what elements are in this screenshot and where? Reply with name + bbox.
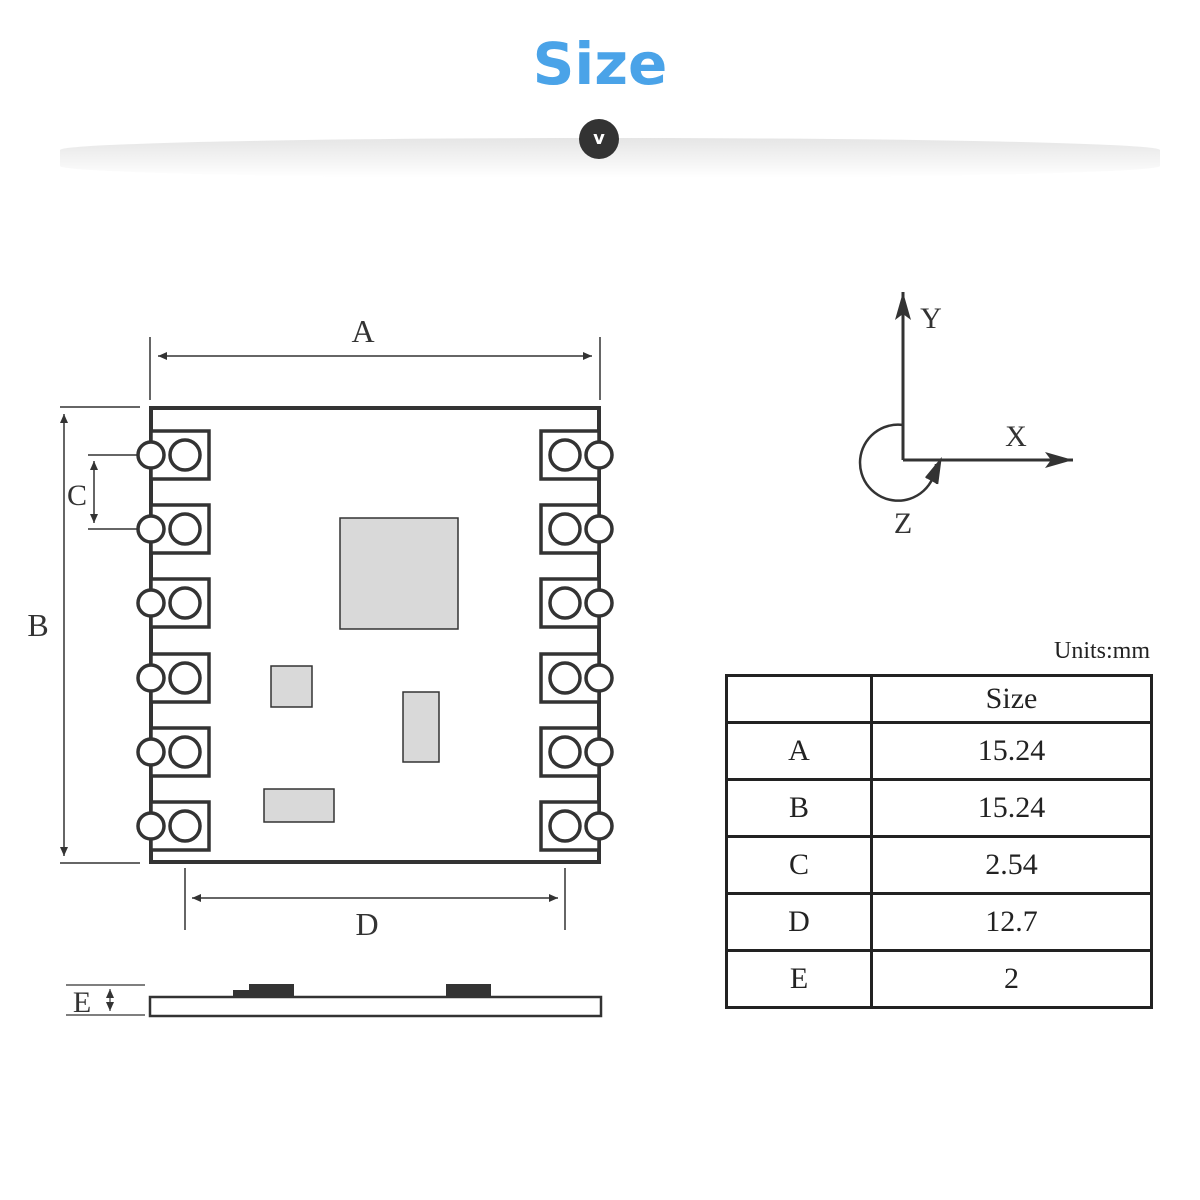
- axis-label-y: Y: [920, 302, 942, 335]
- dim-label-a: A: [351, 313, 374, 349]
- dimension-d: [184, 868, 566, 930]
- table-header-empty: [725, 674, 873, 724]
- side-view: [66, 984, 603, 1018]
- page-title: Size: [532, 30, 668, 98]
- dim-label-d: D: [355, 906, 378, 942]
- dim-label-b: B: [27, 607, 48, 643]
- row-value: 15.24: [870, 778, 1153, 838]
- dim-label-e: E: [73, 986, 91, 1019]
- small-chip: [270, 665, 313, 708]
- components: [263, 517, 459, 823]
- axis-label-z: Z: [894, 507, 912, 540]
- size-table: Size A 15.24 B 15.24 C 2.54 D 12.7 E 2: [725, 674, 1153, 1009]
- chevron-down-icon: v: [579, 119, 619, 159]
- table-header-size: Size: [870, 674, 1153, 724]
- dimension-b: [60, 406, 140, 864]
- left-pads: [136, 429, 211, 852]
- table-row: A 15.24: [725, 721, 1153, 781]
- capacitor-component: [263, 788, 335, 823]
- row-label: C: [725, 835, 873, 895]
- table-row: C 2.54: [725, 835, 1153, 895]
- row-label: A: [725, 721, 873, 781]
- table-row: B 15.24: [725, 778, 1153, 838]
- table-row: E 2: [725, 949, 1153, 1009]
- table-row: D 12.7: [725, 892, 1153, 952]
- row-label: D: [725, 892, 873, 952]
- row-value: 2.54: [870, 835, 1153, 895]
- row-label: E: [725, 949, 873, 1009]
- table-header-row: Size: [725, 674, 1153, 724]
- main-chip: [339, 517, 459, 630]
- crystal-component: [402, 691, 440, 763]
- axis-diagram: [858, 292, 1073, 502]
- dim-label-c: C: [67, 479, 87, 512]
- axis-label-x: X: [1005, 420, 1027, 453]
- module-outline: [149, 406, 601, 864]
- units-label: Units:mm: [1053, 638, 1150, 664]
- row-label: B: [725, 778, 873, 838]
- dimension-a: [149, 337, 601, 400]
- right-pads: [539, 429, 614, 852]
- dimension-c: [88, 454, 150, 530]
- row-value: 2: [870, 949, 1153, 1009]
- row-value: 12.7: [870, 892, 1153, 952]
- row-value: 15.24: [870, 721, 1153, 781]
